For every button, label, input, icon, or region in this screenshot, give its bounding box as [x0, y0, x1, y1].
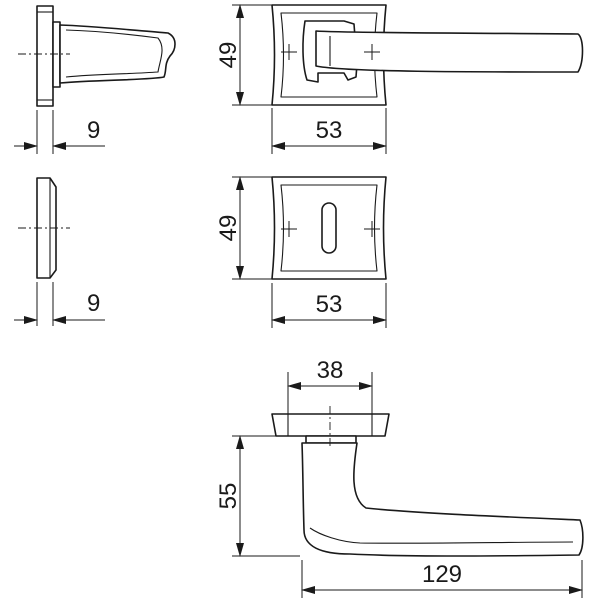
dim-label-49-top: 49: [215, 42, 242, 69]
dim-lever-height: 55: [215, 435, 300, 557]
dim-lever-rosette-height: 49: [215, 4, 272, 106]
dim-key-rosette-width: 53: [271, 283, 387, 328]
lever-top-view: [271, 406, 584, 557]
dim-label-38: 38: [317, 357, 344, 384]
key-rosette-side-view: [18, 177, 70, 279]
lever-front-view: [271, 4, 584, 106]
dim-label-55: 55: [215, 483, 242, 510]
dim-label-129: 129: [422, 561, 462, 588]
dim-rosette-thickness: 9: [14, 110, 105, 154]
dim-rosette-diameter: 38: [287, 357, 373, 414]
dim-label-49-middle: 49: [215, 215, 242, 242]
dim-key-rosette-height: 49: [215, 176, 272, 280]
lever-side-view: [18, 5, 176, 107]
dim-label-53-middle: 53: [316, 291, 343, 318]
dim-label-53-top: 53: [316, 117, 343, 144]
dim-label-9-top: 9: [87, 117, 100, 144]
dim-lever-length: 129: [301, 560, 583, 598]
dim-lever-rosette-width: 53: [271, 108, 387, 154]
keyhole-icon: [321, 202, 337, 254]
dim-key-rosette-thickness: 9: [14, 282, 105, 326]
dim-label-9-middle: 9: [87, 290, 100, 317]
key-rosette-front-view: [271, 176, 387, 280]
